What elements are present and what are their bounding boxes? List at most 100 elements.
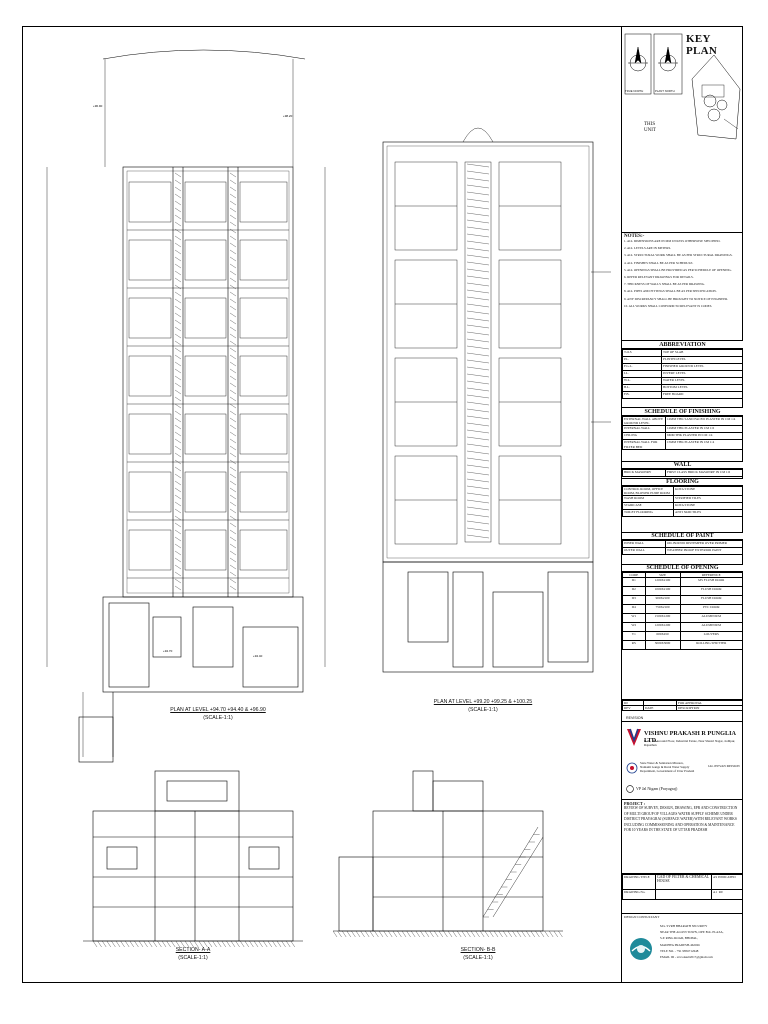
contractor-address: B-31, 3rd Ground Floor, Industrial Estat… [644, 739, 736, 748]
table-cell: ANTI SKID TILES [673, 509, 743, 518]
plan-level-2-drawing [382, 127, 611, 673]
drawing-scale: AS INDICATED [711, 874, 743, 890]
notes-section: NOTES:- 1. ALL DIMENSIONS ARE IN MM UNLE… [622, 232, 743, 340]
section-b-b-drawing [333, 770, 563, 938]
table-cell: F.B. [622, 391, 662, 399]
notes-list: 1. ALL DIMENSIONS ARE IN MM UNLESS OTHER… [624, 239, 741, 308]
table-cell: 3000X3000 [644, 640, 681, 651]
govt-emblem-icon [626, 762, 638, 774]
jal-nigam-logo-icon [626, 785, 634, 793]
table-cell: 900X2100 [644, 595, 681, 606]
finishing-heading: SCHEDULE OF FINISHING [622, 407, 743, 416]
table-cell: TOP OF SLAB [661, 349, 743, 357]
section-a-scale: (SCALE-1:1) [178, 955, 208, 961]
table-cell: LOUVERS [679, 631, 744, 642]
table-cell: OUTER WALL [622, 547, 666, 555]
table-cell: FLUSH DOOR [679, 595, 744, 606]
table-row: F.B.FREE BOARD [622, 391, 743, 399]
this-unit-label: THIS UNIT [644, 122, 656, 133]
table-cell: BRICK MASONRY [622, 469, 666, 477]
opening-heading: SCHEDULE OF OPENING [622, 564, 743, 572]
note-line: 1. ALL DIMENSIONS ARE IN MM UNLESS OTHER… [624, 239, 721, 243]
plan2-scale: (SCALE-1:1) [468, 707, 498, 713]
drawing-title-block: DRAWING TITLE GAD OF FILTER & CHEMICAL H… [622, 873, 743, 913]
table-cell: KOTA STONE [673, 502, 743, 511]
notes-heading: NOTES:- [624, 234, 645, 239]
section-b-caption: SECTION- B-B [460, 947, 496, 953]
note-line: 5. ALL OPENINGS SHALL BE PROVIDED AS PER… [624, 267, 732, 272]
note-line: 7. THICKNESS OF WALLS SHALL BE AS PER DR… [624, 282, 705, 287]
table-cell: TOILET FLOORING [622, 509, 674, 518]
table-cell: BOTTOM LEVEL [661, 384, 743, 392]
table-cell: 750X2100 [644, 604, 681, 615]
owner-text: State Water & Sanitation Mission, Namami… [640, 761, 695, 774]
table-cell: VITRIFIED TILES [673, 495, 743, 504]
note-line: 2. ALL LEVELS ARE IN METERS. [624, 246, 672, 251]
table-cell: FREE BOARD [661, 391, 743, 399]
table-cell: 1200X2100 [644, 577, 681, 588]
paint-heading: SCHEDULE OF PAINT [622, 532, 743, 540]
consultant-line: NEAR THE ALLEN TOWN, OPP. B.K. PLAZA, [660, 930, 724, 935]
table-cell: 6MM THK PLASTER IN CM 1:4 [665, 432, 743, 441]
table-row: CONTROL ROOM, OFFICE ROOM, BLOWER PUMP R… [622, 485, 743, 497]
consultant-line: MADHYA PRADESH-462026 [660, 942, 700, 947]
contractor-logo-icon [627, 728, 641, 746]
note-line: 8. ALL PIPES AND FITTINGS SHALL BE AS PE… [624, 289, 717, 294]
table-cell: FINISHED GROUND LEVEL [661, 363, 743, 371]
svg-text:+96.90: +96.90 [93, 104, 103, 108]
table-cell: 600X450 [644, 631, 681, 642]
table-cell: B.L. [622, 384, 662, 392]
project-text: REVIEW OF SURVEY, DESIGN, DRAWING, EPR A… [624, 806, 738, 833]
svg-text:+94.70: +94.70 [163, 649, 173, 653]
revision-col-date: DATE [643, 705, 677, 712]
svg-text:+94.40: +94.40 [253, 654, 263, 658]
drawing-title-value: GAD OF FILTER & CHEMICAL HOUSE [655, 874, 712, 890]
district-text: VP Jal Nigam (Prayagraj) [636, 786, 678, 791]
table-cell: D2 [622, 586, 646, 597]
revision-col-desc: DESCRIPTION [676, 705, 743, 712]
plant-north-label: PLANT NORTH [655, 89, 675, 93]
table-row: P.L.PLINTH LEVEL [622, 356, 743, 364]
table-cell: D4 [622, 604, 646, 615]
table-cell: W.L. [622, 377, 662, 385]
table-cell: MS FLUSH DOOR [679, 577, 744, 588]
table-cell: W2 [622, 622, 646, 633]
consultant-line: TELE NO. - +91 9856712648 [660, 948, 699, 953]
table-cell: KOTA STONE [673, 485, 743, 497]
plan1-caption: PLAN AT LEVEL +94.70 +94.40 & +96.90 [170, 707, 266, 713]
table-cell: PLINTH LEVEL [661, 356, 743, 364]
table-cell: F.G.L. [622, 363, 662, 371]
table-cell: 15MM THK PLASTER IN CM 1:4 [665, 439, 743, 450]
table-row: W.L.WATER LEVEL [622, 377, 743, 385]
table-cell: 12MM THK SAND FACED PLASTER IN CM 1:4 [665, 415, 743, 427]
table-cell: OIL BOUND DISTEMPER OVER PRIMER [665, 540, 743, 548]
table-cell: INVERT LEVEL [661, 370, 743, 378]
abbreviation-heading: ABBREVIATION [622, 340, 743, 349]
flooring-heading: FLOORING [622, 478, 743, 486]
wall-heading: WALL [622, 461, 743, 469]
revision-col-rev: REV [622, 705, 644, 712]
sheet-size: A1 [713, 890, 718, 894]
table-cell: ALUMINIUM [679, 622, 744, 633]
flooring-table: CONTROL ROOM, OFFICE ROOM, BLOWER PUMP R… [622, 485, 743, 518]
key-plan-map-icon [691, 54, 741, 140]
jal-mission-text: JAL JEEVAN MISSION [708, 764, 740, 768]
consultant-line: EMAIL ID - svrconsult2017@gmail.com [660, 955, 713, 960]
table-cell: D3 [622, 595, 646, 606]
consultant-line: S.P. RING ROAD, BHOPAL, [660, 936, 699, 941]
